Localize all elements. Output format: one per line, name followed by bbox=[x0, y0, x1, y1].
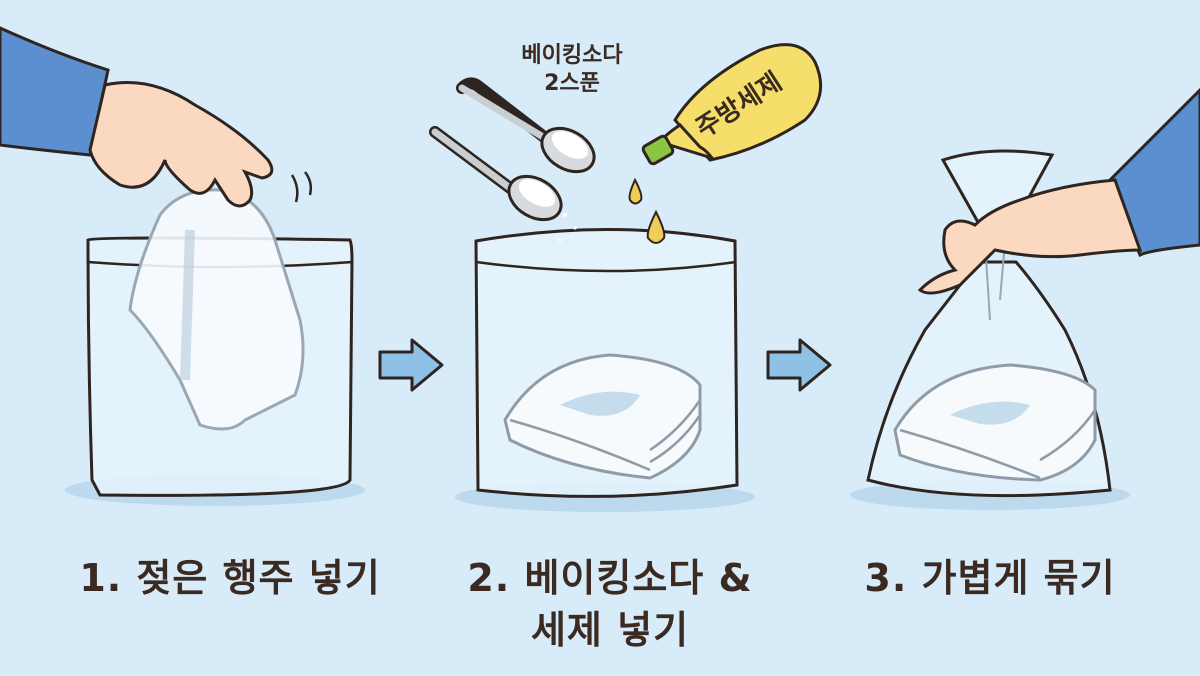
step-3-caption: 3. 가볍게 묶기 bbox=[864, 556, 1116, 600]
baking-soda-label: 베이킹소다 2스푼 bbox=[492, 42, 652, 98]
arrow-right-icon bbox=[378, 338, 444, 392]
arrow-right-icon bbox=[766, 338, 832, 392]
step-2-illustration bbox=[429, 43, 823, 512]
step-2-caption-line1: 2. 베이킹소다 & bbox=[467, 556, 753, 600]
step-3-illustration bbox=[850, 87, 1200, 510]
step-1-caption: 1. 젖은 행주 넣기 bbox=[79, 556, 381, 600]
drop-icon bbox=[646, 209, 666, 244]
step-2-caption-line2: 세제 넣기 bbox=[530, 608, 690, 652]
drop-icon bbox=[628, 177, 643, 205]
dish-soap-bottle-icon bbox=[641, 43, 823, 166]
folded-towel-icon bbox=[893, 363, 1097, 482]
spoon-icon bbox=[456, 77, 596, 174]
baking-soda-label-line1: 베이킹소다 bbox=[521, 43, 623, 68]
step-1-illustration bbox=[0, 26, 365, 506]
spoon-icon bbox=[429, 126, 563, 222]
step-2-caption: 2. 베이킹소다 & 세제 넣기 bbox=[420, 552, 800, 656]
folded-towel-icon bbox=[503, 353, 702, 480]
hand-icon bbox=[917, 178, 1143, 295]
baking-soda-label-line2: 2스푼 bbox=[544, 71, 600, 96]
hand-icon bbox=[88, 81, 274, 208]
